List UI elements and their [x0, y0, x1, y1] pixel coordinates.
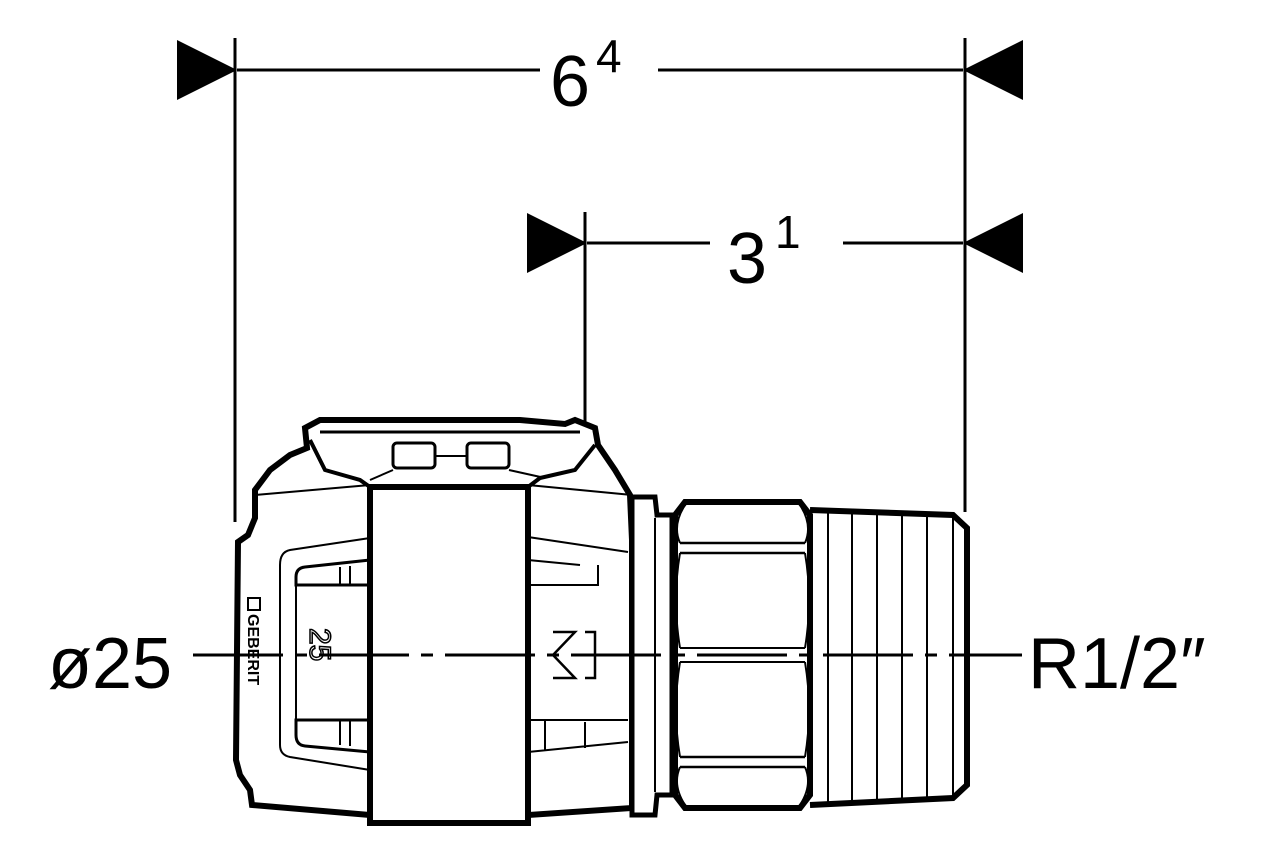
press-socket-body [232, 416, 635, 826]
male-thread [809, 507, 970, 808]
thread-size-label: R1/2″ [1028, 624, 1206, 704]
dimension-overall-length: 6 4 [177, 30, 1023, 522]
dimension-thread-length: 3 1 [527, 206, 1023, 615]
dimension-superscript: 4 [596, 30, 622, 82]
dimension-value: 3 [727, 219, 767, 299]
dimension-superscript: 1 [775, 206, 801, 258]
dimension-value: 6 [550, 42, 590, 122]
geberit-logo: GEBERIT [244, 597, 261, 685]
pipe-diameter-label: ø25 [48, 624, 172, 704]
svg-text:GEBERIT: GEBERIT [244, 614, 261, 685]
